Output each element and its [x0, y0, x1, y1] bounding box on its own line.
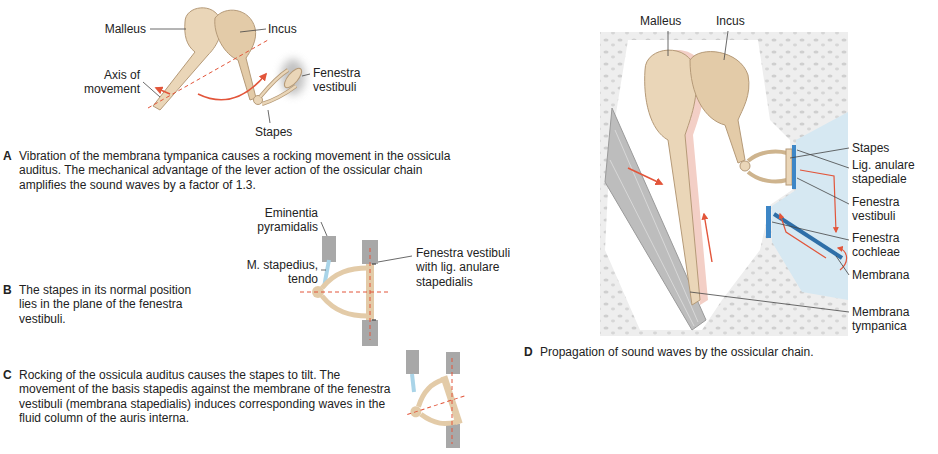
part-label: Malleus — [100, 22, 146, 36]
incus — [690, 52, 749, 163]
stapes-footplate — [786, 149, 792, 185]
fluid-wave-arrow — [800, 170, 836, 232]
panel-letter: B — [3, 283, 17, 297]
leader-line — [797, 150, 849, 168]
sound-arrow — [628, 168, 662, 184]
leader-line — [772, 222, 849, 240]
part-label: M. stapedius, tendo — [226, 258, 318, 287]
inner-ear-fluid — [772, 112, 848, 300]
leader-line — [302, 74, 310, 76]
malleus — [645, 50, 700, 305]
stapes-crus — [748, 172, 787, 181]
leader-line — [797, 178, 849, 204]
plane-line — [452, 358, 453, 444]
part-label: Incus — [716, 14, 766, 28]
leader-line — [268, 110, 270, 123]
caption-text: Vibration of the membrana tympanica caus… — [19, 149, 455, 192]
sound-arrow — [704, 214, 712, 262]
caption-text: The stapes in its normal position lies i… — [19, 283, 197, 326]
leader-line — [143, 82, 160, 97]
incus — [215, 10, 256, 100]
axis-line — [407, 396, 465, 415]
axis-line — [300, 292, 390, 293]
part-label: Membrana tympanica — [852, 305, 934, 334]
leader-line — [690, 292, 849, 312]
tilted-stapes — [400, 372, 473, 438]
annular-ligament — [372, 319, 376, 320]
stapes-crus — [262, 86, 296, 104]
leader-line — [150, 29, 186, 30]
leader-lines-a — [143, 29, 310, 123]
leader-line — [724, 31, 728, 60]
panel-c-stapes — [400, 350, 473, 448]
leader-line — [668, 31, 669, 56]
fluid-wave-arrow — [838, 248, 847, 270]
part-label: Eminentia pyramidalis — [236, 206, 318, 235]
leader-lines-b — [321, 222, 412, 270]
leader-lines-d — [668, 31, 849, 312]
caption-text: Propagation of sound waves by the ossicu… — [540, 345, 870, 359]
leader-line — [378, 256, 412, 262]
movement-arrow — [156, 88, 170, 94]
plane-line — [370, 248, 371, 340]
part-label: Stapes — [255, 125, 305, 139]
panel-d-middle-ear — [600, 32, 848, 336]
leader-line — [321, 270, 326, 271]
stapes-crus — [262, 86, 296, 104]
malleus — [153, 8, 221, 110]
annular-ligament — [792, 145, 796, 189]
leader-line — [321, 222, 327, 236]
leader-line — [240, 29, 266, 32]
stapes-crus — [322, 268, 368, 288]
window-edge — [446, 352, 460, 374]
leader-line — [836, 256, 849, 275]
panel-letter: A — [3, 149, 17, 163]
axis-line — [148, 40, 268, 108]
fenestra-cochleae — [766, 206, 771, 238]
part-label: Lig. anulare stapediale — [852, 158, 934, 187]
fluid-wave-arrow — [780, 214, 826, 258]
stapes-crus — [748, 152, 787, 161]
stapes-footplate — [281, 66, 304, 91]
stapes-crus — [322, 296, 368, 316]
part-label: Axis of movement — [66, 68, 140, 97]
panel-letter: D — [524, 345, 538, 359]
stapes-head — [740, 161, 750, 171]
part-label: Fenestra cochleae — [852, 231, 934, 260]
panel-letter: C — [3, 368, 17, 382]
annular-ligament — [372, 263, 376, 264]
tendon — [412, 374, 414, 392]
panel-b-stapes — [300, 236, 390, 346]
part-label: Malleus — [640, 14, 700, 28]
caption-text: Rocking of the ossicula auditus causes t… — [19, 368, 399, 426]
part-label: Fenestra vestibuli — [852, 195, 934, 224]
part-label: Fenestra vestibuli with lig. anulare sta… — [416, 246, 534, 289]
leader-line — [790, 148, 849, 158]
part-label: Stapes — [852, 141, 934, 155]
part-label: Fenestra vestibuli — [313, 66, 383, 95]
tympanic-cavity — [605, 40, 792, 330]
part-label: Incus — [268, 22, 318, 36]
rocking-arrow — [198, 74, 266, 100]
window-edge — [446, 424, 460, 448]
eminentia-block — [322, 236, 336, 262]
temporal-bone — [600, 32, 848, 336]
eminentia-block — [406, 350, 419, 374]
part-label: Membrana — [852, 268, 934, 282]
